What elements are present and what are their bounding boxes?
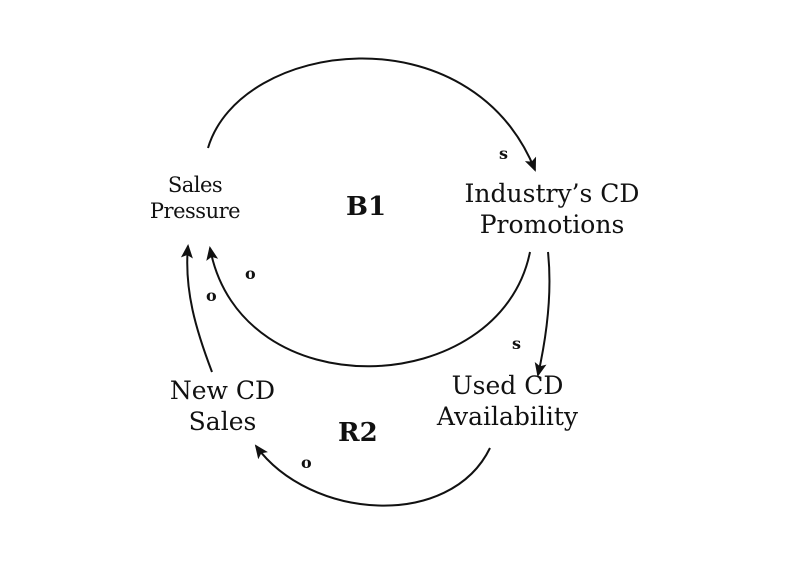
node-used-cd-line-1: Used CD [451, 371, 564, 400]
node-used-cd-availability: Used CD Availability [420, 370, 595, 433]
arrow-used-to-new [254, 444, 491, 507]
loop-label-b1: B1 [346, 192, 387, 222]
node-sales-pressure: Sales Pressure [140, 172, 250, 225]
arrow-new-to-pressure [180, 244, 213, 373]
node-new-cd-sales-line-2: Sales [188, 407, 257, 437]
node-sales-pressure-line-1: Sales [167, 173, 223, 197]
node-sales-pressure-line-2: Pressure [149, 199, 241, 224]
node-cd-promotions-line-1: Industry’s CD [464, 179, 640, 208]
polarity-promotions-to-used: s [512, 334, 522, 353]
arrow-pressure-to-promotions [207, 57, 537, 172]
arrow-promotions-to-used [534, 251, 551, 377]
node-new-cd-sales: New CD Sales [155, 375, 290, 438]
polarity-promotions-to-pressure: o [245, 264, 256, 283]
node-used-cd-line-2: Availability [436, 402, 579, 432]
loop-label-r2: R2 [338, 418, 378, 448]
polarity-used-to-new: o [301, 453, 312, 472]
polarity-new-to-pressure: o [206, 286, 217, 305]
node-cd-promotions-line-2: Promotions [479, 210, 625, 240]
polarity-pressure-to-promotions: s [499, 144, 509, 163]
node-cd-promotions: Industry’s CD Promotions [452, 178, 652, 241]
arrow-promotions-to-pressure [206, 246, 531, 368]
node-new-cd-sales-line-1: New CD [169, 376, 276, 405]
